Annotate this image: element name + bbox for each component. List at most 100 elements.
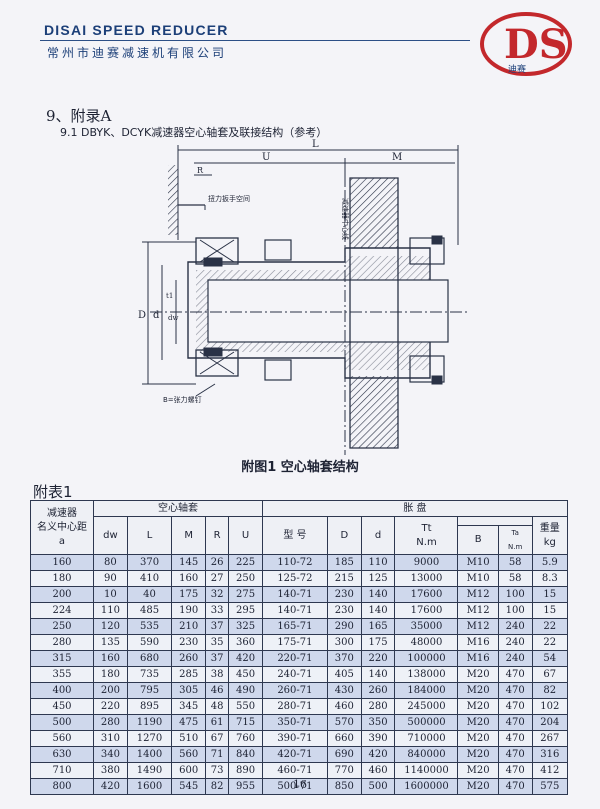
- table-cell: 1190: [126, 714, 173, 731]
- table-cell: M20: [457, 666, 499, 683]
- table-cell: 46: [205, 682, 230, 699]
- table-cell: 735: [126, 666, 173, 683]
- table-cell: 305: [171, 682, 207, 699]
- table-cell: M20: [457, 698, 499, 715]
- table-cell: 340: [93, 746, 128, 763]
- table-cell: 190: [171, 602, 207, 619]
- table-cell: 490: [228, 682, 263, 699]
- table-cell: 430: [326, 682, 362, 699]
- table-cell: 90: [93, 570, 128, 587]
- table-cell: 15: [531, 586, 569, 603]
- company-logo: DS 迪赛: [480, 12, 572, 76]
- label-B: B=张力螺钉: [163, 395, 202, 404]
- table-cell: 280-71: [261, 698, 328, 715]
- table-cell: 160: [30, 554, 94, 571]
- table-cell: 316: [531, 746, 569, 763]
- table-cell: M20: [457, 730, 499, 747]
- table-cell: 200: [93, 682, 128, 699]
- table-cell: 100: [497, 602, 533, 619]
- table-cell: 1600: [126, 778, 173, 795]
- table-cell: 220-71: [261, 650, 328, 667]
- table-cell: 280: [360, 698, 396, 715]
- table-cell: 500000: [394, 714, 459, 731]
- table-cell: 230: [326, 602, 362, 619]
- header-sleeve-group: 空心轴套: [93, 500, 263, 517]
- table-cell: 22: [531, 618, 569, 635]
- table-cell: 140-71: [261, 586, 328, 603]
- table-cell: 460-71: [261, 762, 328, 779]
- table-cell: 690: [326, 746, 362, 763]
- table-cell: 220: [93, 698, 128, 715]
- table-cell: 420: [360, 746, 396, 763]
- table-cell: 420: [93, 778, 128, 795]
- table-cell: 355: [30, 666, 94, 683]
- header-center-distance: 减速器 名义中心距 a: [30, 500, 94, 555]
- table-cell: 240: [497, 650, 533, 667]
- table-cell: 715: [228, 714, 263, 731]
- table-cell: 204: [531, 714, 569, 731]
- table-cell: 220: [360, 650, 396, 667]
- table-cell: 125: [360, 570, 396, 587]
- table-cell: 15: [531, 602, 569, 619]
- table-cell: 260: [360, 682, 396, 699]
- table-cell: 550: [228, 698, 263, 715]
- table-cell: 630: [30, 746, 94, 763]
- table-cell: 470: [497, 746, 533, 763]
- table-cell: 600: [171, 762, 207, 779]
- table-cell: 710000: [394, 730, 459, 747]
- table-cell: 180: [93, 666, 128, 683]
- table-cell: M20: [457, 778, 499, 795]
- header-L: L: [126, 516, 173, 555]
- table-cell: 5.9: [531, 554, 569, 571]
- table-cell: 40: [126, 586, 173, 603]
- table-cell: 890: [228, 762, 263, 779]
- table-cell: 110: [93, 602, 128, 619]
- table-cell: 102: [531, 698, 569, 715]
- table-cell: 110-72: [261, 554, 328, 571]
- header-R: R: [205, 516, 230, 555]
- label-reducer-center: 减速器中心线: [341, 198, 350, 240]
- table-cell: 38: [205, 666, 230, 683]
- table-cell: 400: [30, 682, 94, 699]
- dim-R: R: [197, 166, 204, 175]
- table-cell: 450: [228, 666, 263, 683]
- table-cell: 710: [30, 762, 94, 779]
- table-cell: 660: [326, 730, 362, 747]
- table-cell: 225: [228, 554, 263, 571]
- page-number: 16: [293, 778, 307, 791]
- table-cell: 420: [228, 650, 263, 667]
- table-cell: 545: [171, 778, 207, 795]
- table-cell: 140: [360, 602, 396, 619]
- table-cell: M12: [457, 586, 499, 603]
- table-cell: 250: [30, 618, 94, 635]
- table-cell: 360: [228, 634, 263, 651]
- dim-d: d: [153, 310, 160, 321]
- dim-dw: dw: [168, 314, 178, 322]
- dim-M: M: [392, 152, 402, 163]
- dim-t1: t1: [166, 292, 173, 300]
- table-cell: 61: [205, 714, 230, 731]
- header-disk-group: 胀 盘: [261, 500, 569, 517]
- table-cell: 175: [360, 634, 396, 651]
- table-cell: 80: [93, 554, 128, 571]
- table-cell: 165: [360, 618, 396, 635]
- table-cell: 9000: [394, 554, 459, 571]
- table-cell: 224: [30, 602, 94, 619]
- table-cell: 370: [326, 650, 362, 667]
- table-cell: 450: [30, 698, 94, 715]
- header-bolt-group: [457, 516, 533, 526]
- table-cell: 955: [228, 778, 263, 795]
- table-cell: 390: [360, 730, 396, 747]
- table-cell: 35: [205, 634, 230, 651]
- table-cell: 535: [126, 618, 173, 635]
- table-cell: 165-71: [261, 618, 328, 635]
- table-cell: M12: [457, 618, 499, 635]
- header-dw: dw: [93, 516, 128, 555]
- table-cell: 71: [205, 746, 230, 763]
